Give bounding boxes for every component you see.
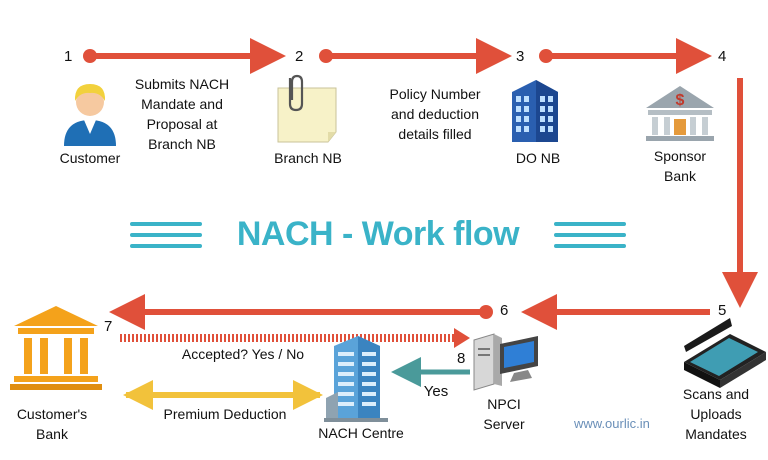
nach-centre-label: NACH Centre (318, 425, 404, 441)
submits-mandate-note: Submits NACH Mandate and Proposal at Bra… (134, 76, 230, 152)
arrow-1-to-2 (83, 38, 286, 74)
do-nb-label: DO NB (515, 150, 561, 166)
step-number-4: 4 (718, 48, 727, 65)
accepted-note: Accepted? Yes / No (181, 346, 305, 362)
step-number-3: 3 (516, 48, 525, 65)
step-number-2: 2 (295, 48, 304, 65)
skyscraper-icon (324, 336, 388, 422)
svg-text:$: $ (676, 92, 685, 109)
office-building-icon (512, 80, 558, 142)
step-number-7: 7 (104, 318, 113, 335)
customers-bank-label: Customer's Bank (16, 406, 88, 442)
title-bars-left (130, 222, 202, 248)
sponsor-bank-label: Sponsor Bank (653, 148, 707, 184)
policy-number-note: Policy Number and deduction details fill… (389, 86, 481, 142)
arrow-6-to-7 (109, 294, 493, 330)
step-number-8: 8 (457, 350, 466, 367)
step-number-6: 6 (500, 302, 509, 319)
premium-deduction-note: Premium Deduction (163, 406, 287, 422)
computer-server-icon (473, 333, 538, 391)
watermark-text: www.ourlic.in (574, 416, 650, 431)
diagram-title: NACH - Work flow (236, 215, 520, 253)
person-icon (64, 84, 116, 146)
paper-clip-note-icon (277, 74, 337, 143)
step-number-5: 5 (718, 302, 727, 319)
branch-nb-label: Branch NB (274, 150, 342, 166)
scans-uploads-label: Scans and Uploads Mandates (682, 386, 750, 442)
npci-server-label: NPCI Server (483, 396, 525, 432)
arrow-3-to-4 (539, 38, 712, 74)
title-bars-right (554, 222, 626, 248)
bank-dollar-icon: $ (646, 86, 714, 141)
bank-icon (10, 306, 102, 390)
arrow-7-to-8-hatched (118, 328, 470, 348)
arrow-2-to-3 (319, 38, 512, 74)
step-number-1: 1 (64, 48, 73, 65)
yes-note: Yes (423, 383, 449, 400)
customer-label: Customer (59, 150, 121, 166)
scanner-icon (684, 318, 766, 388)
